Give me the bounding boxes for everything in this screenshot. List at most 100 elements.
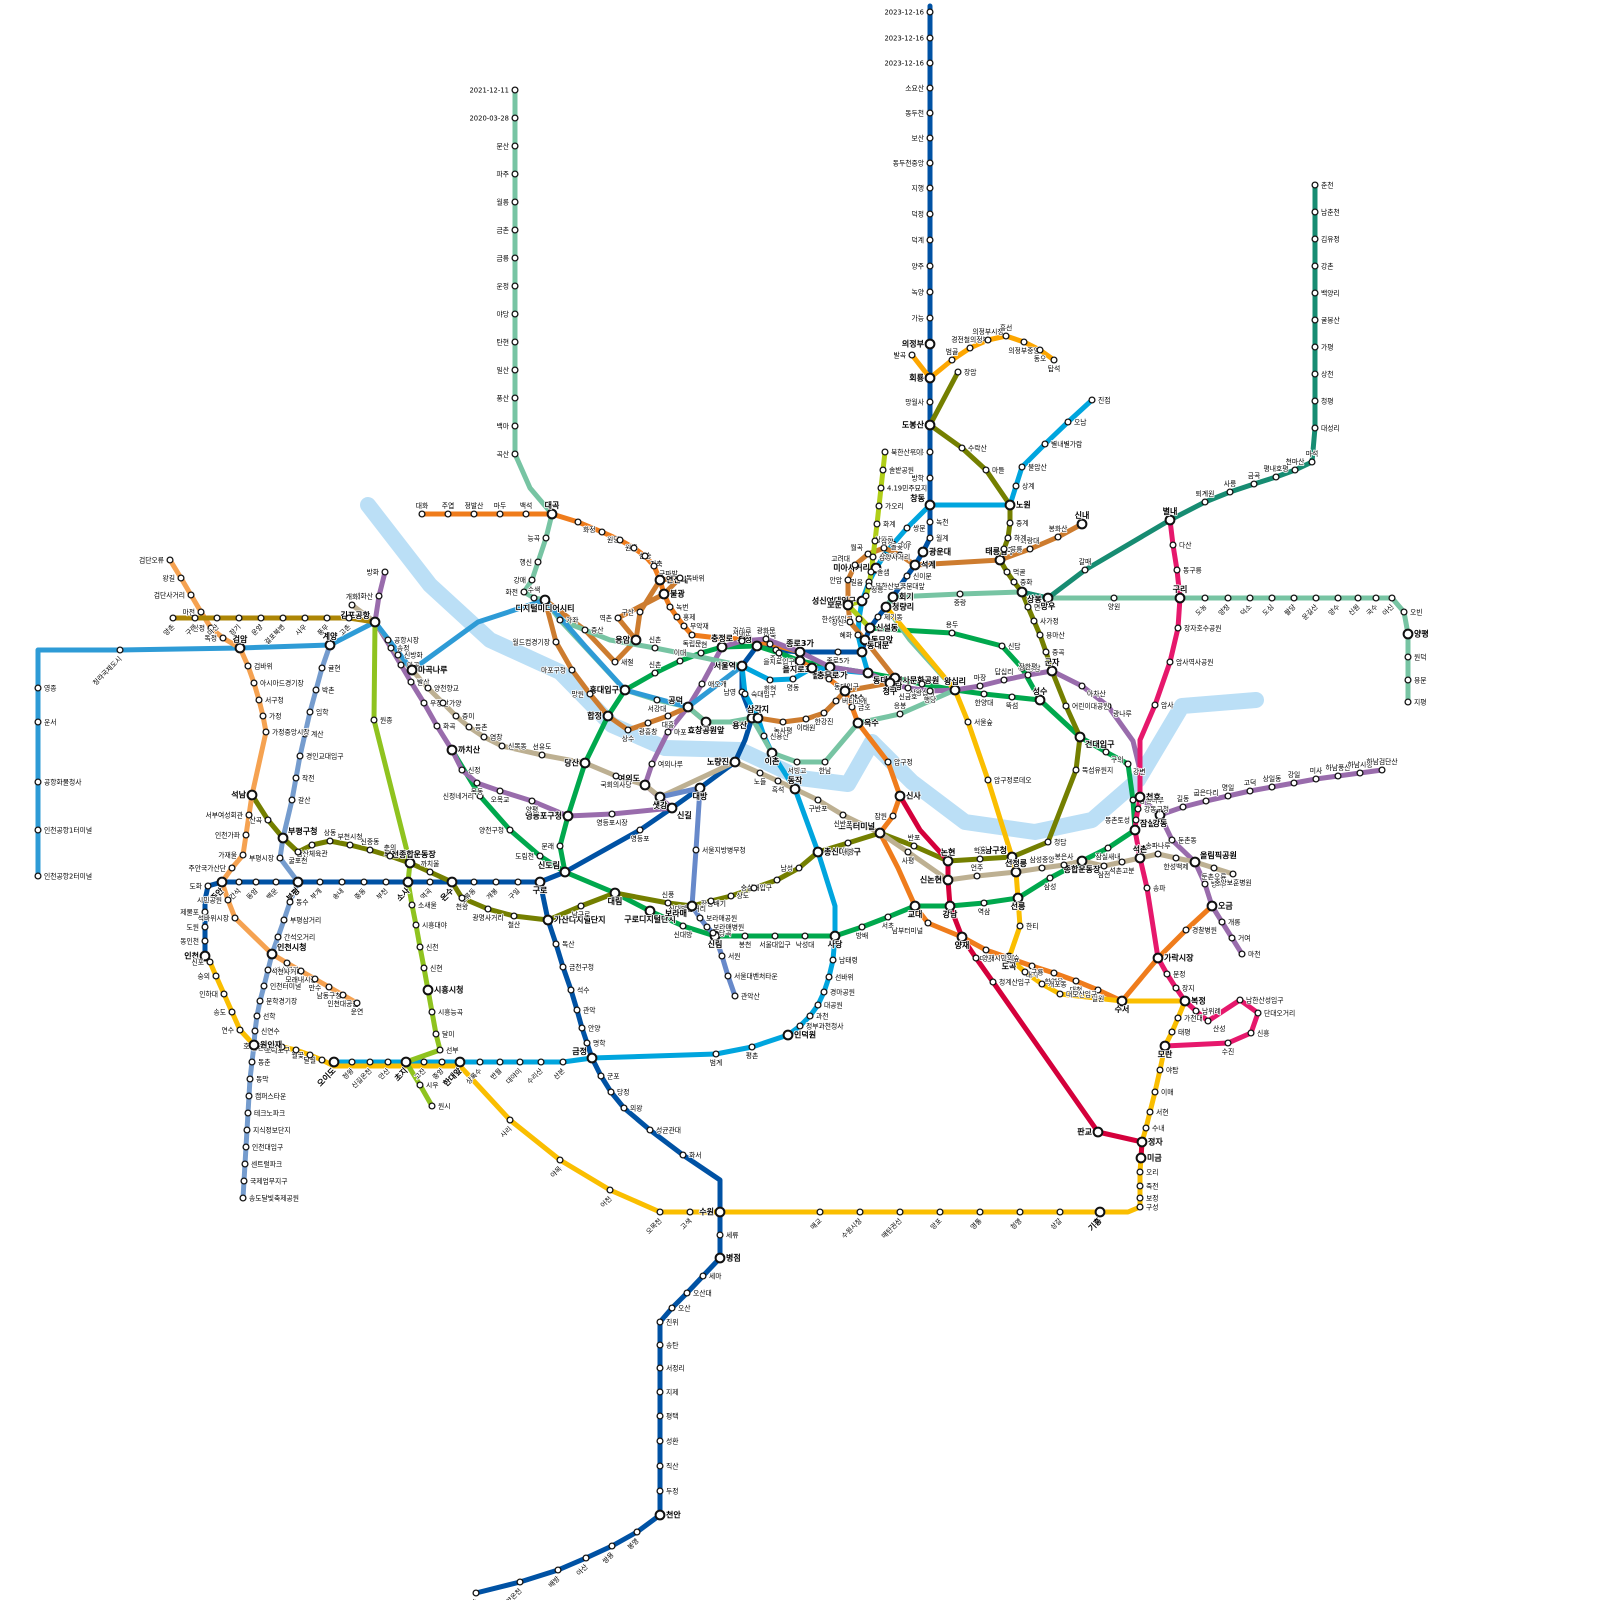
station-목동 bbox=[473, 779, 481, 787]
route-line1-gyeongbu bbox=[473, 879, 723, 1596]
station-label: 녹양 bbox=[911, 289, 924, 297]
station-대흥 bbox=[664, 712, 672, 720]
station-label: 공항화물청사 bbox=[44, 778, 82, 787]
station-label: 종로3가 bbox=[786, 638, 814, 648]
station-label: 신촌 bbox=[649, 635, 662, 644]
station-label: 평내호평 bbox=[1263, 464, 1288, 473]
station-label: 춘의 bbox=[384, 843, 397, 852]
station-인천공항1터미널 bbox=[34, 826, 42, 834]
station-발곡 bbox=[908, 351, 916, 359]
station-강촌 bbox=[1311, 262, 1319, 270]
station-label: 솔밭공원 bbox=[889, 466, 914, 475]
station-label: 문정 bbox=[1173, 970, 1186, 979]
station-label: 석촌고분 bbox=[1109, 866, 1134, 875]
station-label: 약수 bbox=[850, 693, 865, 703]
station-가산디지털단지 bbox=[542, 914, 554, 926]
station-가정중앙시장 bbox=[262, 728, 270, 736]
station-label: 보라매공원 bbox=[706, 914, 737, 923]
station-보라매공원 bbox=[696, 914, 704, 922]
station-귤현 bbox=[318, 664, 326, 672]
station-예술회관 bbox=[264, 966, 272, 974]
station-label: 운양 bbox=[250, 623, 265, 638]
station-label: 언주 bbox=[971, 863, 984, 872]
station-서현 bbox=[1146, 1108, 1154, 1116]
station-label: 달월 bbox=[303, 1056, 316, 1065]
station-충정로 bbox=[716, 641, 728, 653]
station-봉천 bbox=[741, 932, 749, 940]
station-label: 신연수 bbox=[261, 1027, 280, 1036]
station-오류동 bbox=[470, 878, 478, 886]
station-지제 bbox=[656, 1388, 664, 1396]
station-소사 bbox=[402, 876, 414, 888]
station-북한산우이 bbox=[881, 448, 889, 456]
station-label: 별내별가람 bbox=[1051, 440, 1083, 449]
station-label: 올림픽공원 bbox=[1200, 850, 1237, 860]
station-지축 bbox=[641, 552, 649, 560]
station-label: 강동 bbox=[1153, 818, 1168, 828]
station-용마산 bbox=[1036, 631, 1044, 639]
station-label: 백석 bbox=[520, 501, 533, 510]
station-label: 광화문 bbox=[757, 627, 776, 635]
station-아시아드경기장 bbox=[250, 679, 258, 687]
station-label: 을지로4가 bbox=[812, 670, 848, 680]
station-label: 캠퍼스타운 bbox=[255, 1092, 286, 1101]
station-label: 중화 bbox=[1020, 579, 1033, 587]
station-label: 노량진 bbox=[707, 757, 729, 767]
station-굽은다리 bbox=[1202, 797, 1210, 805]
station-label: 대곡 bbox=[545, 500, 560, 510]
station-label: 도봉 bbox=[911, 449, 924, 457]
station-대방 bbox=[694, 782, 706, 794]
station-염창 bbox=[480, 733, 488, 741]
han-river bbox=[360, 497, 1264, 840]
station-야탑 bbox=[1156, 1066, 1164, 1074]
station-label: 인천공항1터미널 bbox=[44, 826, 92, 835]
station-label: 한양대 bbox=[975, 699, 994, 707]
station-동대문 bbox=[856, 646, 868, 658]
station-label: 등촌 bbox=[475, 723, 488, 732]
station-label: 범골 bbox=[946, 347, 959, 356]
station-녹천 bbox=[926, 518, 934, 526]
station-label: 우장산 bbox=[430, 699, 449, 708]
station-우장산 bbox=[420, 699, 428, 707]
station-원종 bbox=[370, 716, 378, 724]
station-label: 가천대 bbox=[1184, 1014, 1203, 1023]
station-label: 국회의사당 bbox=[600, 780, 631, 789]
station-숭의 bbox=[212, 972, 220, 980]
station-label: 곡산 bbox=[496, 450, 509, 459]
station-금촌 bbox=[511, 226, 519, 234]
station-label: 산성 bbox=[1213, 1024, 1226, 1033]
station-label: 원시 bbox=[438, 1102, 451, 1111]
station-label: 남위례 bbox=[1202, 1007, 1221, 1016]
station-산성 bbox=[1204, 1017, 1212, 1025]
station-label: 안양 bbox=[588, 1024, 601, 1033]
station-label: 용마산 bbox=[1046, 631, 1065, 640]
station-망원 bbox=[586, 690, 594, 698]
station-label: 수서 bbox=[1115, 1004, 1130, 1014]
station-삼양 bbox=[871, 537, 879, 545]
station-label: 마천 bbox=[1248, 950, 1261, 959]
station-2020-03-28 bbox=[511, 114, 519, 122]
station-문학경기장 bbox=[256, 997, 264, 1005]
station-label: 고속터미널 bbox=[838, 821, 875, 831]
station-석천사거리 bbox=[283, 959, 291, 967]
station-숭실대입구 bbox=[773, 876, 781, 884]
station-하계 bbox=[1004, 534, 1012, 542]
station-낙성대 bbox=[801, 932, 809, 940]
station-label: 을지로3가 bbox=[782, 664, 818, 674]
station-이매 bbox=[1151, 1088, 1159, 1096]
station-신풍 bbox=[664, 899, 672, 907]
station-가좌 bbox=[556, 616, 564, 624]
station-label: 능곡 bbox=[527, 535, 540, 543]
station-상봉 bbox=[1016, 586, 1028, 598]
station-상계 bbox=[1012, 482, 1020, 490]
station-label: 숭의 bbox=[197, 972, 210, 981]
station-label: 화서 bbox=[689, 1151, 702, 1160]
station-하남시청 bbox=[1356, 769, 1364, 777]
station-label: 갈매 bbox=[1079, 558, 1092, 566]
station-금정 bbox=[586, 1052, 598, 1064]
station-대모산입구 bbox=[1056, 990, 1064, 998]
station-서울대벤처타운 bbox=[724, 972, 732, 980]
station-label: 월계 bbox=[936, 534, 949, 543]
station-신도림 bbox=[559, 866, 571, 878]
station-구리 bbox=[1174, 592, 1186, 604]
